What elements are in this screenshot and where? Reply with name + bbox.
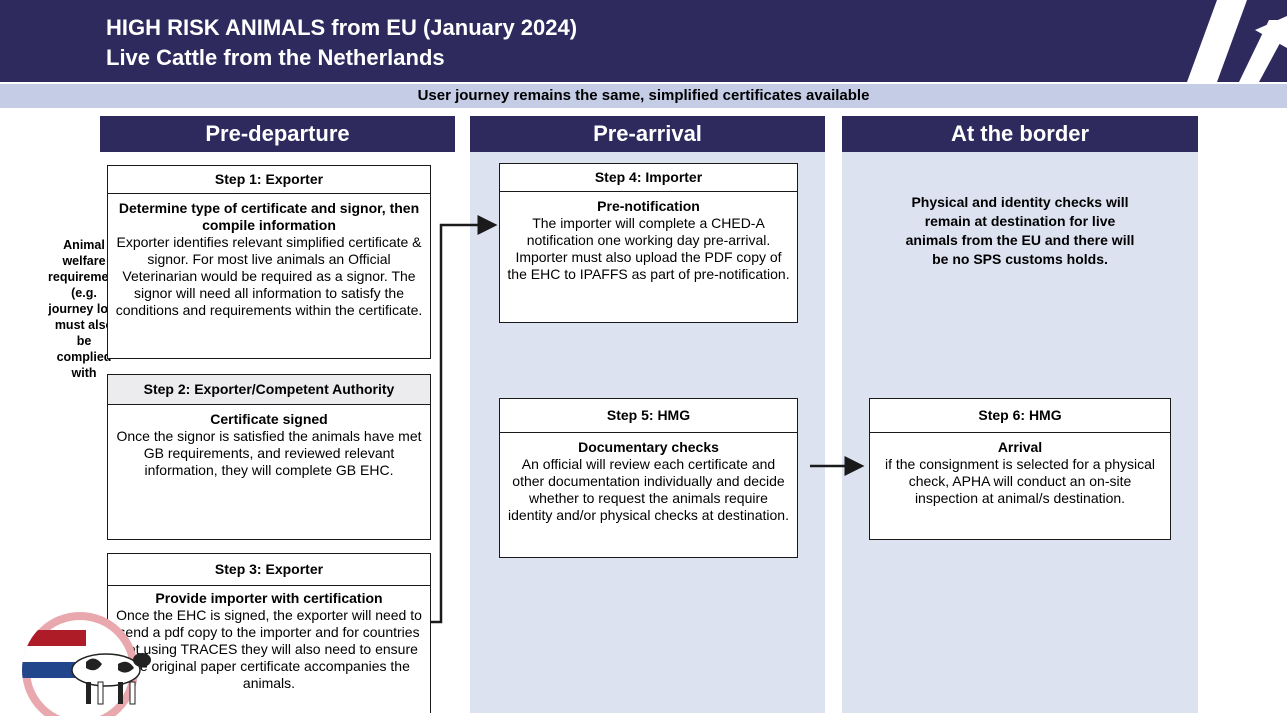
step-1-heading: Step 1: Exporter (108, 166, 430, 194)
border-checks-note: Physical and identity checks will remain… (905, 194, 1135, 267)
page-header: HIGH RISK ANIMALS from EU (January 2024)… (0, 0, 1287, 82)
step-5-text: An official will review each certificate… (508, 456, 789, 523)
animal-welfare-note: Animal welfare requirements (e.g. journe… (48, 238, 128, 380)
column-heading-pre-arrival: Pre-arrival (470, 116, 825, 152)
step-5-heading: Step 5: HMG (500, 399, 797, 433)
step-3-heading: Step 3: Exporter (108, 554, 430, 586)
step-2-heading: Step 2: Exporter/Competent Authority (108, 375, 430, 405)
step-3-box: Step 3: Exporter Provide importer with c… (107, 553, 431, 713)
step-5-box: Step 5: HMG Documentary checks An offici… (499, 398, 798, 558)
step-3-text: Once the EHC is signed, the exporter wil… (116, 607, 422, 691)
step-6-box: Step 6: HMG Arrival if the consignment i… (869, 398, 1171, 540)
step-6-subtitle: Arrival (997, 439, 1043, 455)
step-3-subtitle: Provide importer with certification (155, 590, 383, 606)
step-6-text: if the consignment is selected for a phy… (884, 456, 1156, 506)
arrow-logo-icon (1187, 0, 1287, 82)
page-title: HIGH RISK ANIMALS from EU (January 2024) (106, 15, 578, 40)
column-heading-pre-departure: Pre-departure (100, 116, 455, 152)
step-4-text: The importer will complete a CHED-A noti… (507, 215, 790, 282)
cow-icon (71, 653, 151, 705)
step-1-subtitle: Determine type of certificate and signor… (118, 200, 420, 233)
step-5-subtitle: Documentary checks (578, 439, 719, 455)
step-6-heading: Step 6: HMG (870, 399, 1170, 433)
step-4-subtitle: Pre-notification (597, 198, 700, 214)
netherlands-flag-icon (22, 612, 151, 716)
step-4-box: Step 4: Importer Pre-notification The im… (499, 163, 798, 323)
column-heading-at-the-border: At the border (842, 116, 1198, 152)
step-2-box: Step 2: Exporter/Competent Authority Cer… (107, 374, 431, 540)
step3-to-step4-arrow (431, 215, 498, 624)
step-1-box: Step 1: Exporter Determine type of certi… (107, 165, 431, 359)
step-4-heading: Step 4: Importer (500, 164, 797, 192)
step-2-subtitle: Certificate signed (210, 411, 328, 427)
step-2-text: Once the signor is satisfied the animals… (116, 428, 422, 478)
subheader-band: User journey remains the same, simplifie… (0, 84, 1287, 108)
step-1-text: Exporter identifies relevant simplified … (115, 234, 423, 318)
page-subtitle: Live Cattle from the Netherlands (106, 45, 445, 70)
